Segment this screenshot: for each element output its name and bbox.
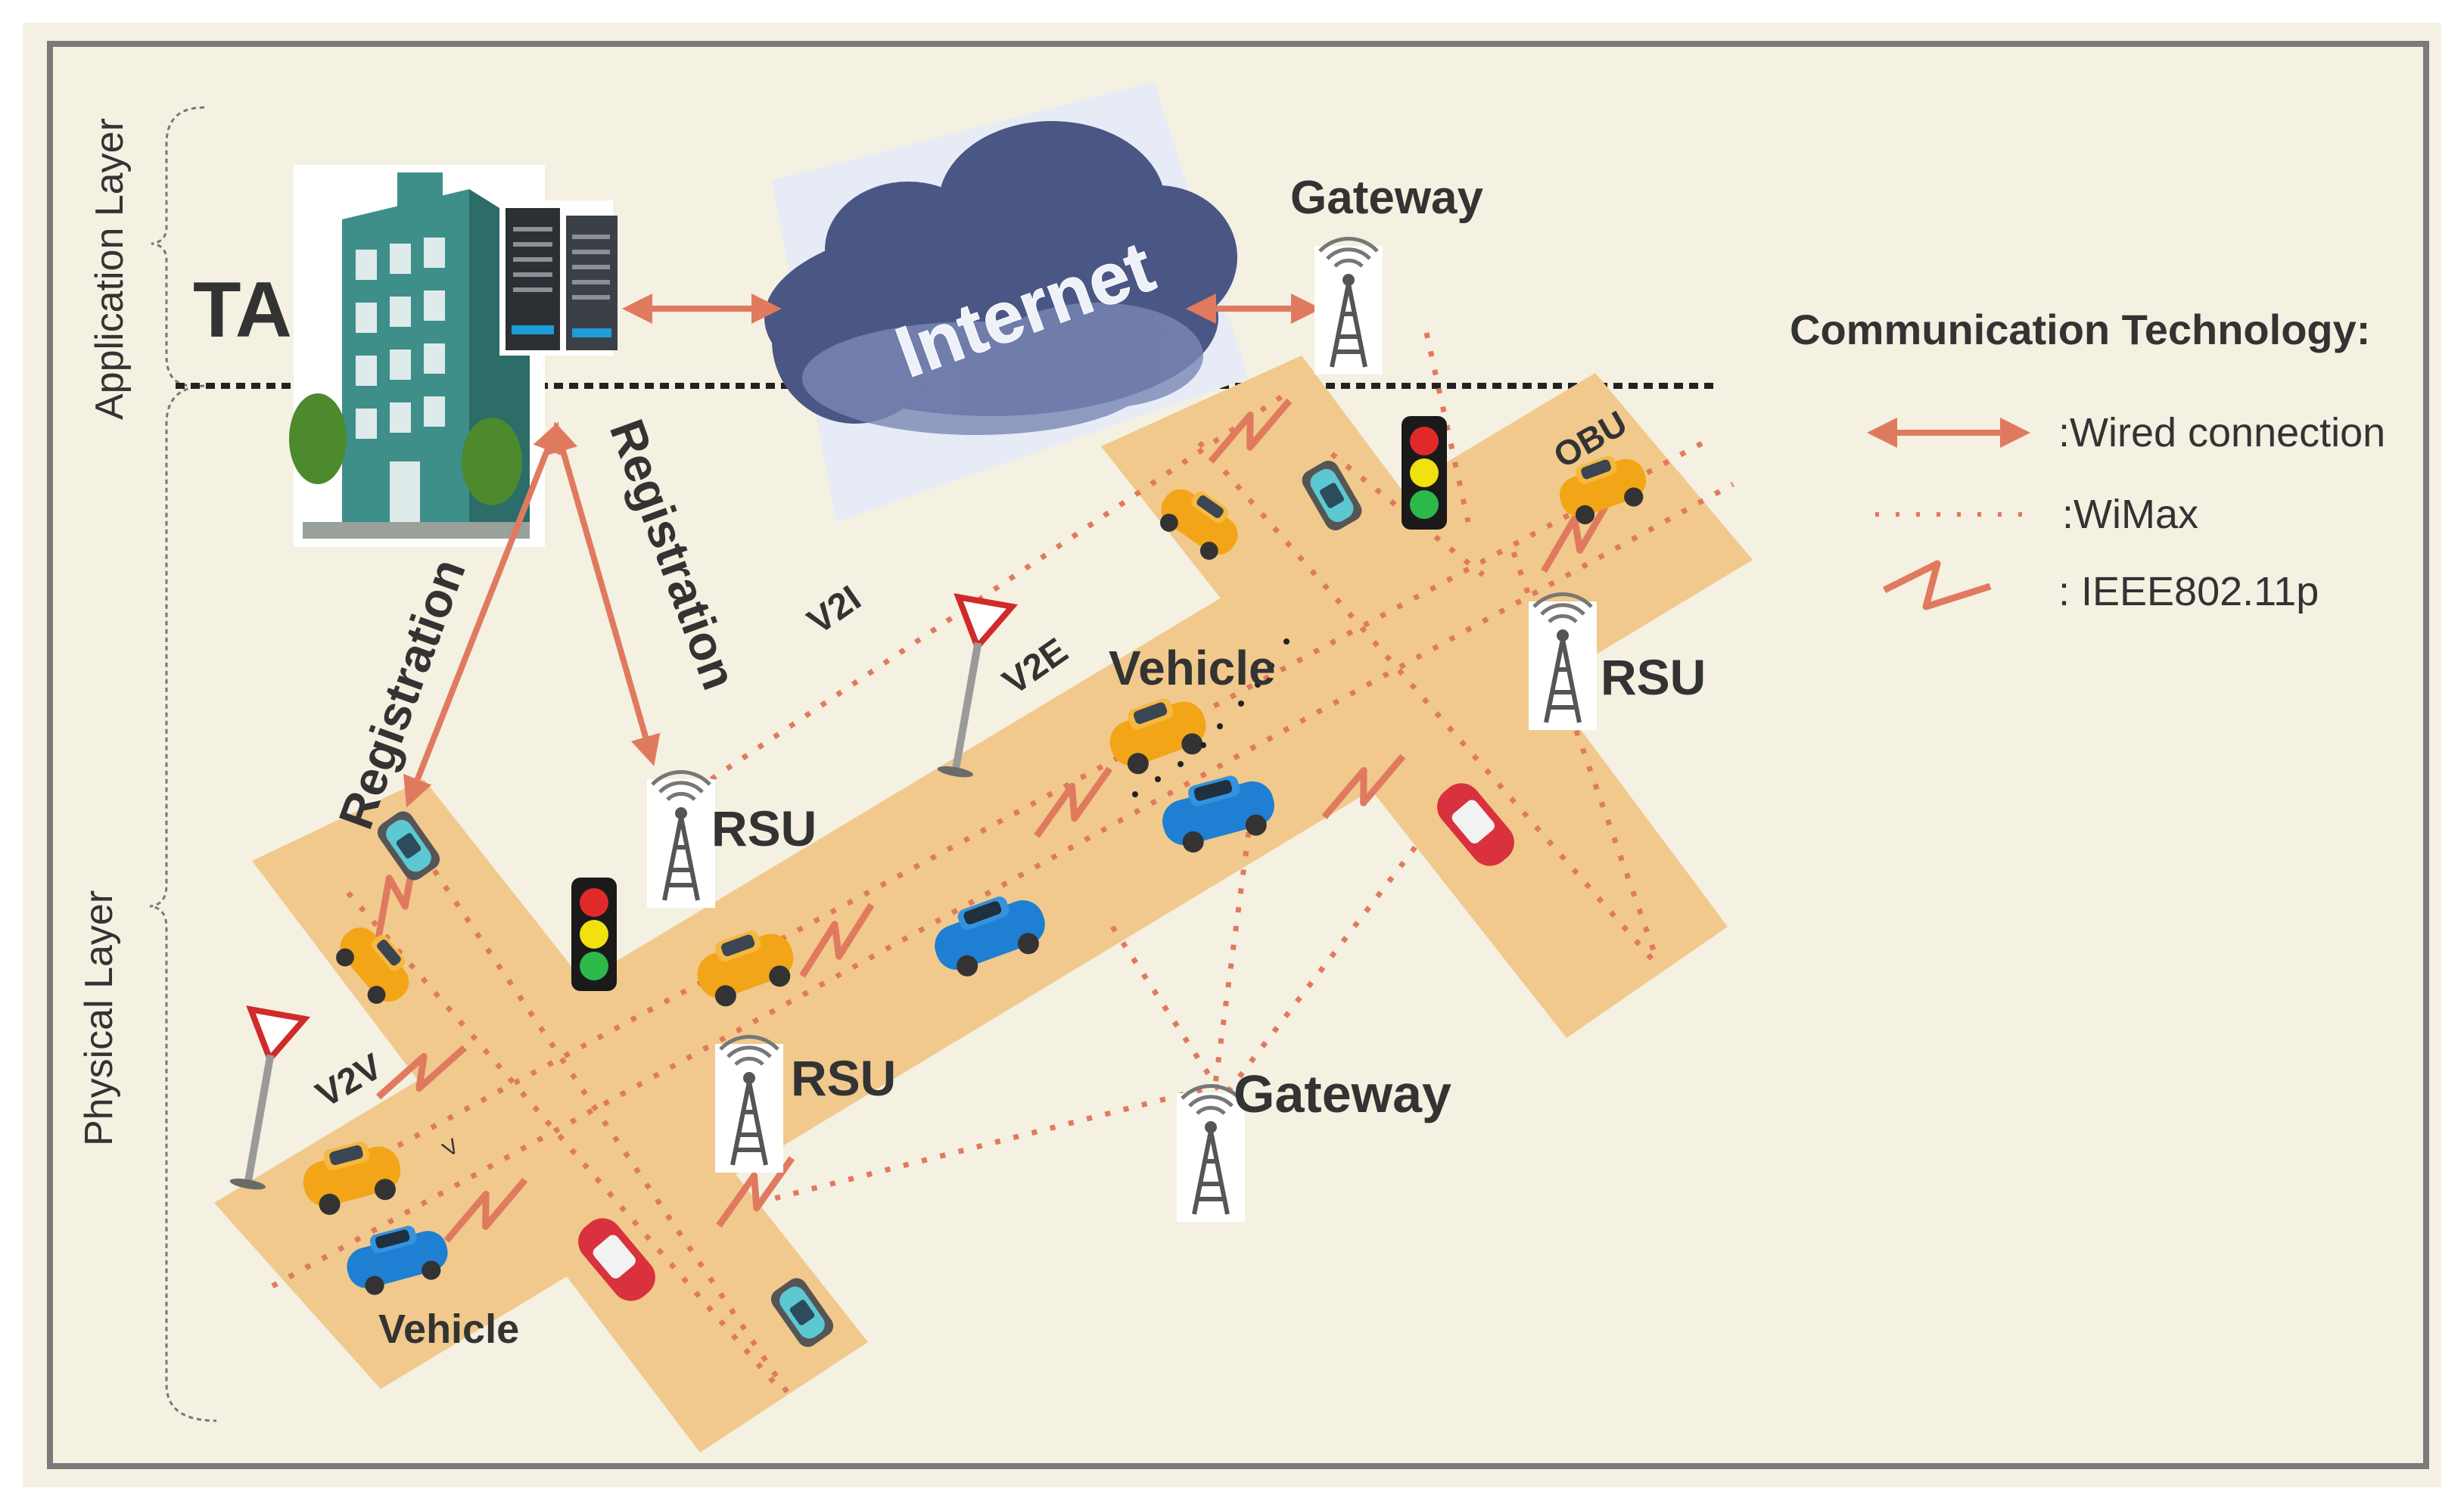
physical-layer-brace — [149, 384, 217, 1422]
diagram-frame — [47, 41, 2429, 1469]
physical-layer-label: Physical Layer — [77, 890, 121, 1146]
traffic-light-top-icon — [1402, 416, 1447, 530]
road-network — [214, 356, 1753, 1453]
gateway-top-tower-icon — [1314, 238, 1383, 374]
rsu-middle-tower-icon — [647, 772, 715, 908]
registration-link-left — [403, 421, 562, 808]
legend-label-wired: :Wired connection — [2058, 410, 2385, 455]
server-rack-icon — [499, 200, 618, 356]
rsu-right-label: RSU — [1601, 649, 1706, 705]
internet-cloud: Internet — [764, 82, 1249, 522]
registration-link-right — [548, 421, 661, 766]
wired-links — [403, 294, 1321, 808]
rsu-lower-label: RSU — [791, 1050, 896, 1106]
traffic-light-left-icon — [571, 878, 617, 991]
application-layer-label: Application Layer — [88, 118, 132, 420]
rsu-right-tower-icon — [1529, 594, 1597, 730]
vehicle-pointer-dots — [1132, 638, 1290, 797]
road-right-cross — [1101, 356, 1728, 1038]
ta-label: TA — [193, 266, 292, 354]
gateway-top-label: Gateway — [1290, 172, 1484, 224]
vehicle-top-label: Vehicle — [1109, 641, 1276, 695]
rsu-middle-label: RSU — [711, 800, 817, 856]
legend-label-ieee: : IEEE802.11p — [2058, 569, 2319, 614]
application-layer-brace — [151, 106, 205, 387]
legend-label-wimax: :WiMax — [2062, 492, 2198, 537]
rsu-lower-tower-icon — [715, 1036, 783, 1173]
legend: Communication Technology: :Wired connect… — [1790, 306, 2385, 614]
zigzag-icon — [1882, 560, 1992, 611]
vehicle-bottom-label: Vehicle — [378, 1306, 519, 1352]
road-left-cross — [252, 779, 868, 1453]
legend-title: Communication Technology: — [1790, 306, 2370, 353]
wimax-links — [271, 332, 1734, 1393]
gateway-bottom-label: Gateway — [1234, 1064, 1451, 1123]
